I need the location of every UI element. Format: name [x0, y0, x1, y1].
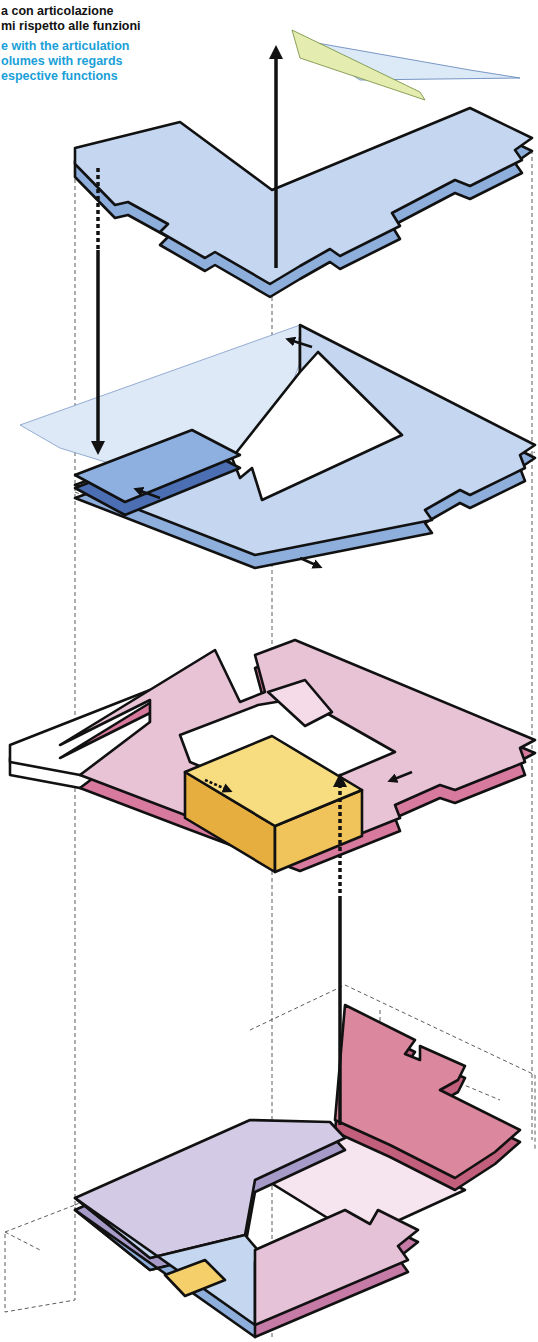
volume-box: [185, 736, 362, 826]
roof-wedge: [292, 30, 425, 100]
guide-lines: [532, 150, 533, 1140]
heading-text: a con articolazione: [1, 4, 114, 19]
roof-slab: [75, 108, 532, 297]
flow-arrow: [392, 772, 412, 780]
heading-text: olumes with regards: [1, 54, 123, 69]
upper-floor-slab: [75, 325, 535, 555]
middle-floor-slab: [10, 640, 535, 871]
guide-lines: [5, 150, 535, 1340]
upper-floor-slab: [232, 352, 402, 500]
guide-lines: [75, 165, 76, 1210]
flow-arrow: [338, 780, 342, 900]
upper-floor-slab: [75, 325, 535, 568]
heading-text: e with the articulation: [1, 39, 130, 54]
heading-text: espective functions: [1, 69, 118, 84]
flow-arrow: [338, 900, 342, 1125]
heading-text: mi rispetto alle funzioni: [1, 19, 141, 34]
volume-box: [185, 736, 362, 872]
middle-floor-slab: [268, 680, 332, 726]
guide-lines: [5, 1232, 40, 1250]
ground-floor-slab: [335, 1005, 520, 1178]
guide-lines: [5, 1205, 75, 1312]
flow-arrow: [96, 250, 100, 448]
roof-slab: [75, 108, 532, 284]
flow-arrow: [300, 558, 318, 566]
flow-arrow: [138, 490, 160, 498]
flow-arrow: [290, 340, 312, 347]
flow-arrow: [98, 52, 412, 1125]
ground-floor-slab: [255, 1210, 418, 1325]
roof-wedge: [292, 30, 520, 100]
ground-floor-slab: [75, 1198, 262, 1325]
flow-arrow: [96, 168, 100, 250]
ground-floor-slab: [165, 1260, 225, 1296]
ground-floor-slab: [75, 1005, 520, 1337]
flow-arrow: [205, 780, 228, 790]
flow-arrow: [274, 52, 278, 268]
